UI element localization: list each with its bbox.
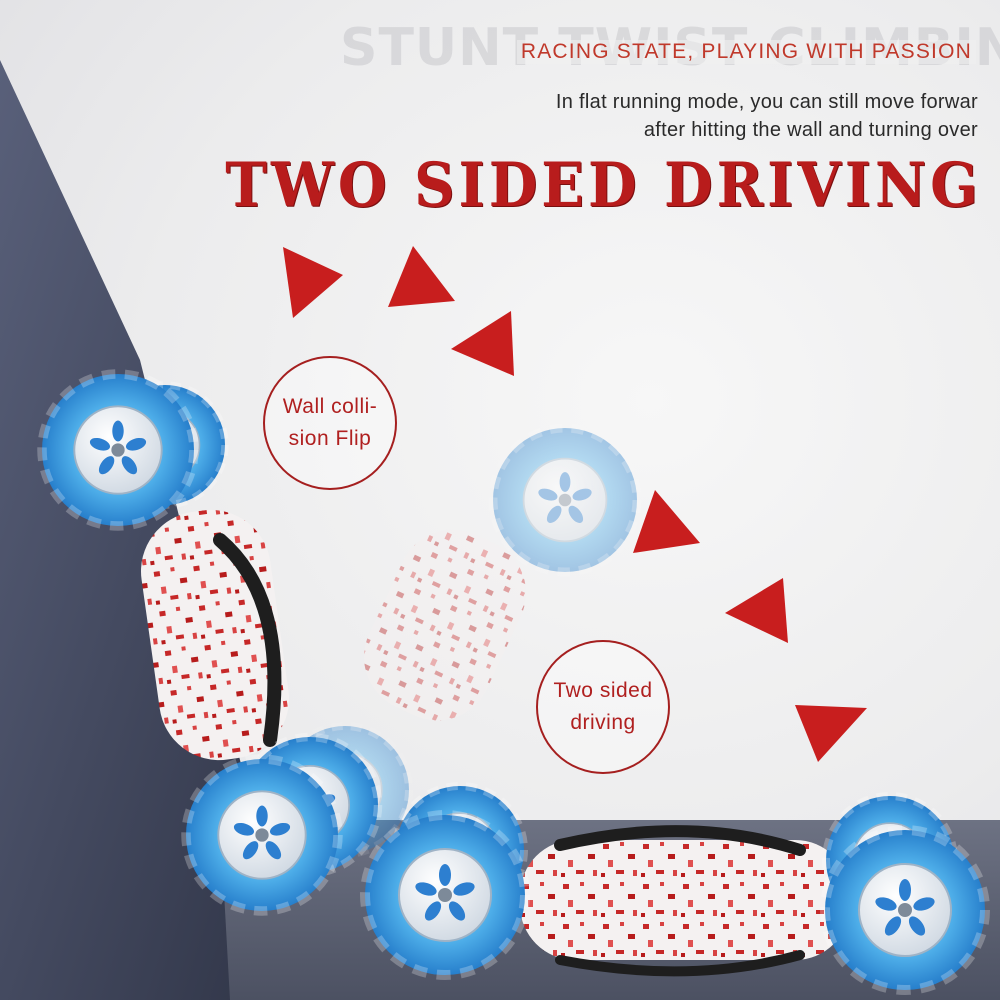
ghost-car: [281, 428, 637, 854]
headline: TWO SIDED DRIVING: [225, 150, 982, 222]
subtitle: RACING STATE, PLAYING WITH PASSION: [516, 40, 976, 64]
motion-arrows: [283, 246, 867, 762]
callout-line: Two sided: [553, 679, 653, 702]
description-line-1: In flat running mode, you can still move…: [555, 91, 978, 113]
callout-wall-collision-flip: Wall colli- sion Flip: [263, 356, 397, 490]
description: In flat running mode, you can still move…: [438, 88, 978, 144]
callout-line: driving: [570, 711, 636, 734]
climbing-car: [42, 374, 378, 911]
description-line-2: after hitting the wall and turning over: [643, 119, 978, 141]
flat-car: [365, 786, 985, 990]
callout-line: sion Flip: [288, 427, 372, 450]
callout-two-sided-driving: Two sided driving: [536, 640, 670, 774]
callout-line: Wall colli-: [282, 395, 378, 418]
